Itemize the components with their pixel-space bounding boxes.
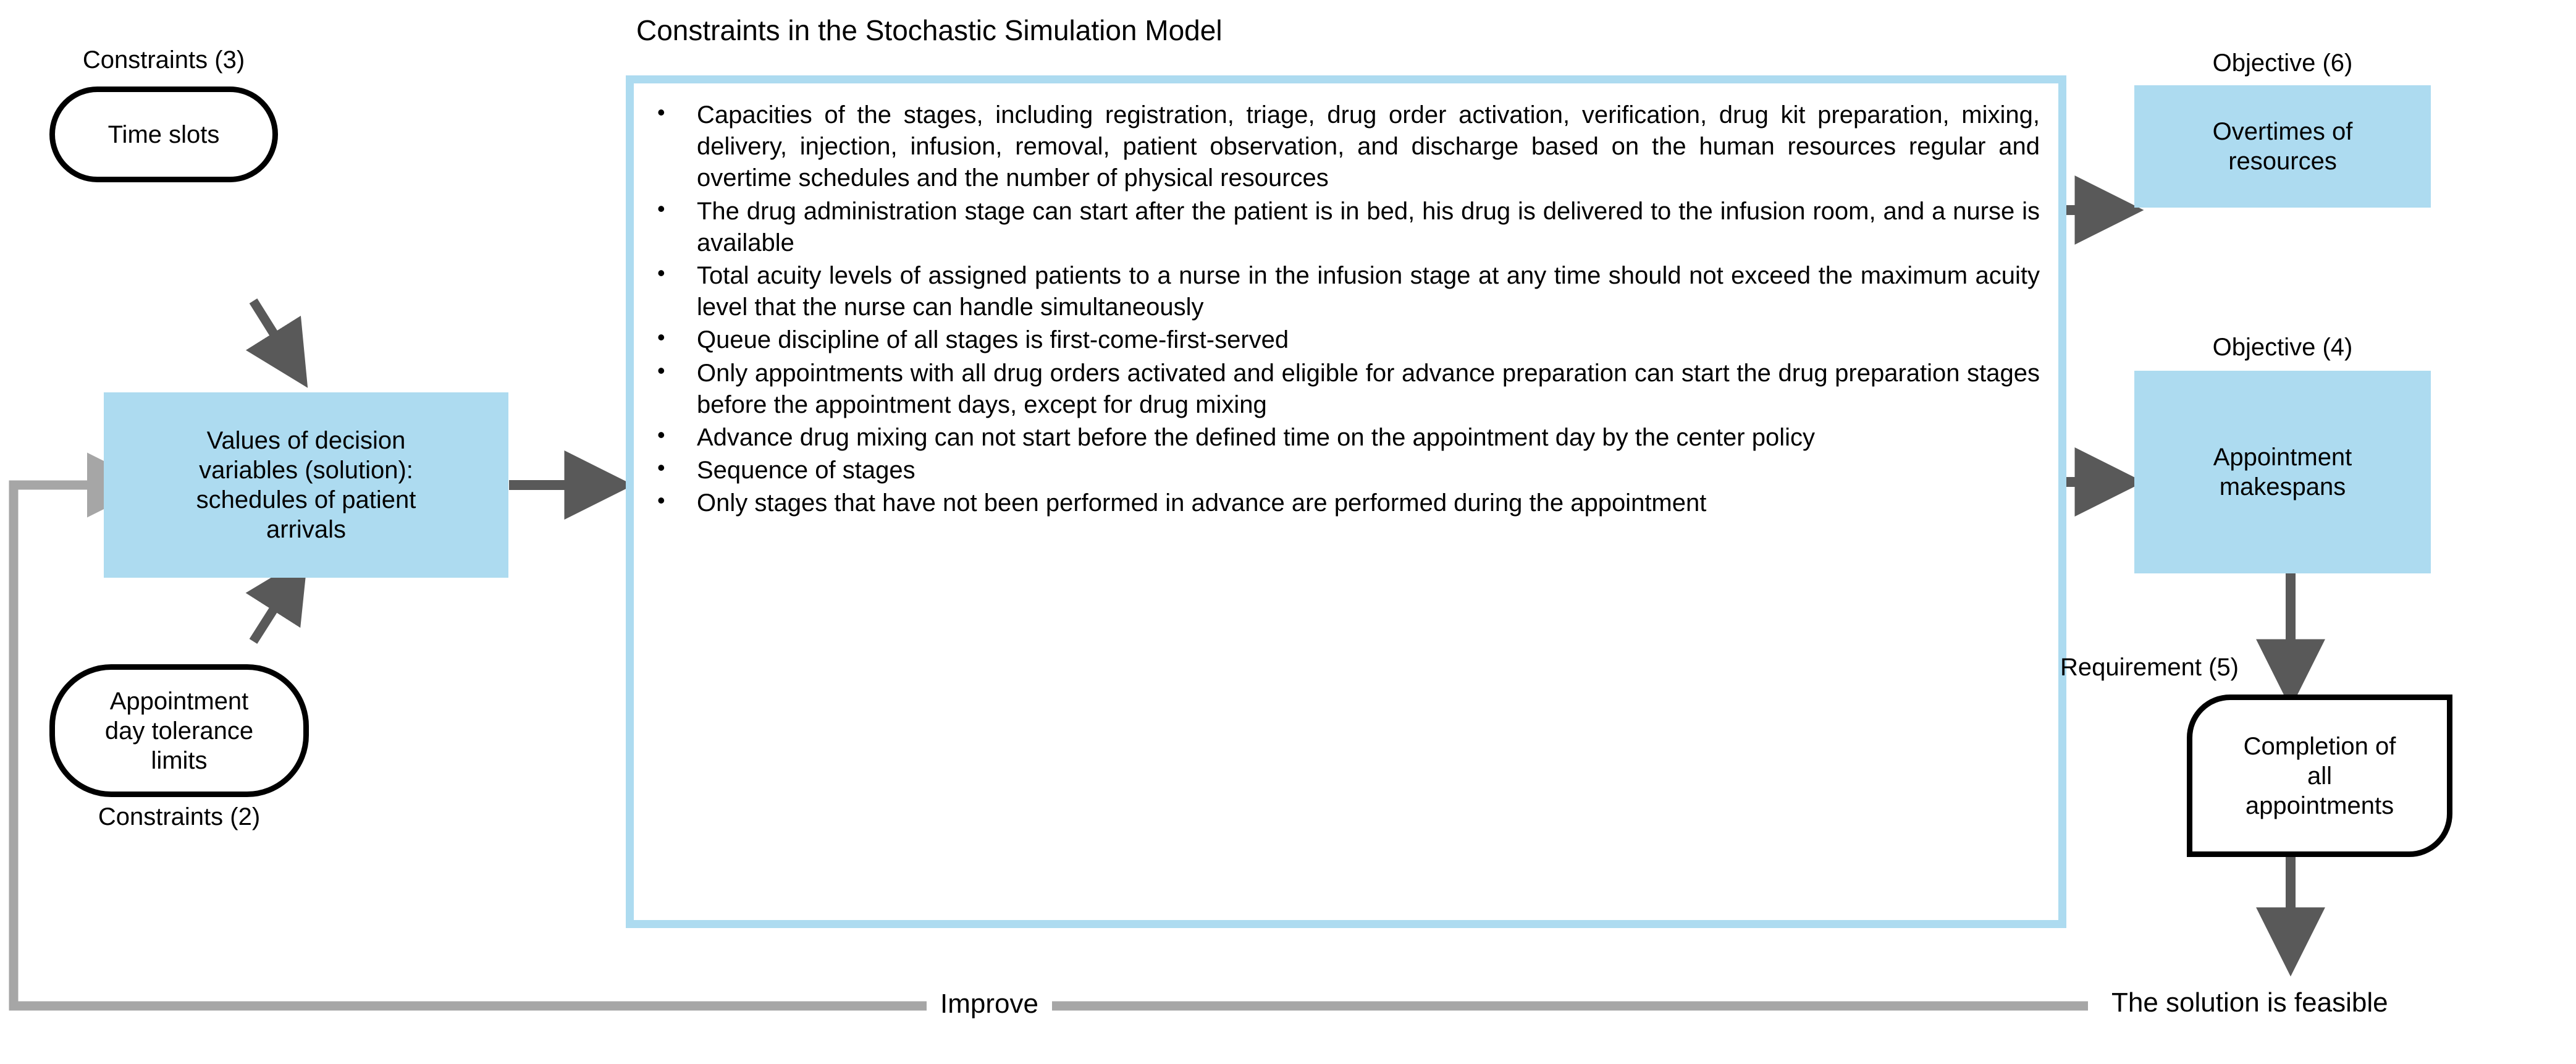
- node-decision-variables-label: Values of decision variables (solution):…: [196, 426, 416, 544]
- improve-label: Improve: [927, 989, 1052, 1020]
- constraints-3-caption: Constraints (3): [82, 46, 245, 74]
- constraint-bullet: Only appointments with all drug orders a…: [649, 356, 2040, 421]
- decision-line-2: variables (solution):: [199, 457, 413, 484]
- objective-6-caption: Objective (6): [2212, 49, 2353, 77]
- constraint-bullet: Sequence of stages: [649, 454, 2040, 486]
- objective-4-caption: Objective (4): [2212, 334, 2353, 361]
- tolerance-line-3: limits: [151, 746, 208, 774]
- node-time-slots-label: Time slots: [107, 120, 220, 148]
- constraint-bullet: Total acuity levels of assigned patients…: [649, 259, 2040, 323]
- node-completion-label: Completion of all appointments: [2244, 732, 2396, 821]
- node-appointment-makespans[interactable]: Appointment makespans: [2134, 371, 2431, 573]
- node-overtimes-label: Overtimes of resources: [2213, 117, 2353, 176]
- arrow-tolerance-to-decision: [245, 555, 308, 644]
- node-completion-of-all-appointments[interactable]: Completion of all appointments: [2187, 695, 2452, 857]
- node-decision-variables[interactable]: Values of decision variables (solution):…: [104, 392, 508, 578]
- solution-feasible-label: The solution is feasible: [2111, 987, 2388, 1018]
- constraints-panel: Capacities of the stages, including regi…: [626, 75, 2066, 928]
- node-tolerance-limits[interactable]: Appointment day tolerance limits: [49, 664, 309, 797]
- arrow-timeslots-to-decision: [245, 298, 308, 388]
- makespans-line-2: makespans: [2219, 473, 2346, 500]
- constraints-2-caption: Constraints (2): [98, 803, 261, 830]
- constraint-bullet: Queue discipline of all stages is first-…: [649, 323, 2040, 356]
- makespans-line-1: Appointment: [2213, 444, 2352, 471]
- node-time-slots[interactable]: Time slots: [49, 87, 278, 182]
- completion-line-1: Completion of: [2243, 732, 2396, 760]
- tolerance-line-1: Appointment: [109, 687, 249, 715]
- requirement-5-caption: Requirement (5): [2060, 654, 2239, 681]
- constraint-bullet: Capacities of the stages, including regi…: [649, 98, 2040, 195]
- node-tolerance-limits-label: Appointment day tolerance limits: [105, 686, 253, 775]
- constraint-bullet: Only stages that have not been performed…: [649, 486, 2040, 519]
- completion-line-3: appointments: [2245, 792, 2394, 819]
- completion-line-2: all: [2307, 762, 2332, 790]
- overtimes-line-1: Overtimes of: [2212, 118, 2353, 145]
- decision-line-1: Values of decision: [206, 427, 406, 454]
- node-makespans-label: Appointment makespans: [2213, 442, 2352, 502]
- decision-line-3: schedules of patient: [196, 486, 416, 513]
- constraints-bullet-list: Capacities of the stages, including regi…: [634, 83, 2058, 526]
- constraint-bullet: The drug administration stage can start …: [649, 195, 2040, 259]
- tolerance-line-2: day tolerance: [104, 717, 254, 745]
- constraint-bullet: Advance drug mixing can not start before…: [649, 421, 2040, 454]
- decision-line-4: arrivals: [266, 516, 346, 543]
- overtimes-line-2: resources: [2228, 148, 2337, 175]
- node-overtimes-of-resources[interactable]: Overtimes of resources: [2134, 85, 2431, 208]
- page-title: Constraints in the Stochastic Simulation…: [636, 14, 1223, 46]
